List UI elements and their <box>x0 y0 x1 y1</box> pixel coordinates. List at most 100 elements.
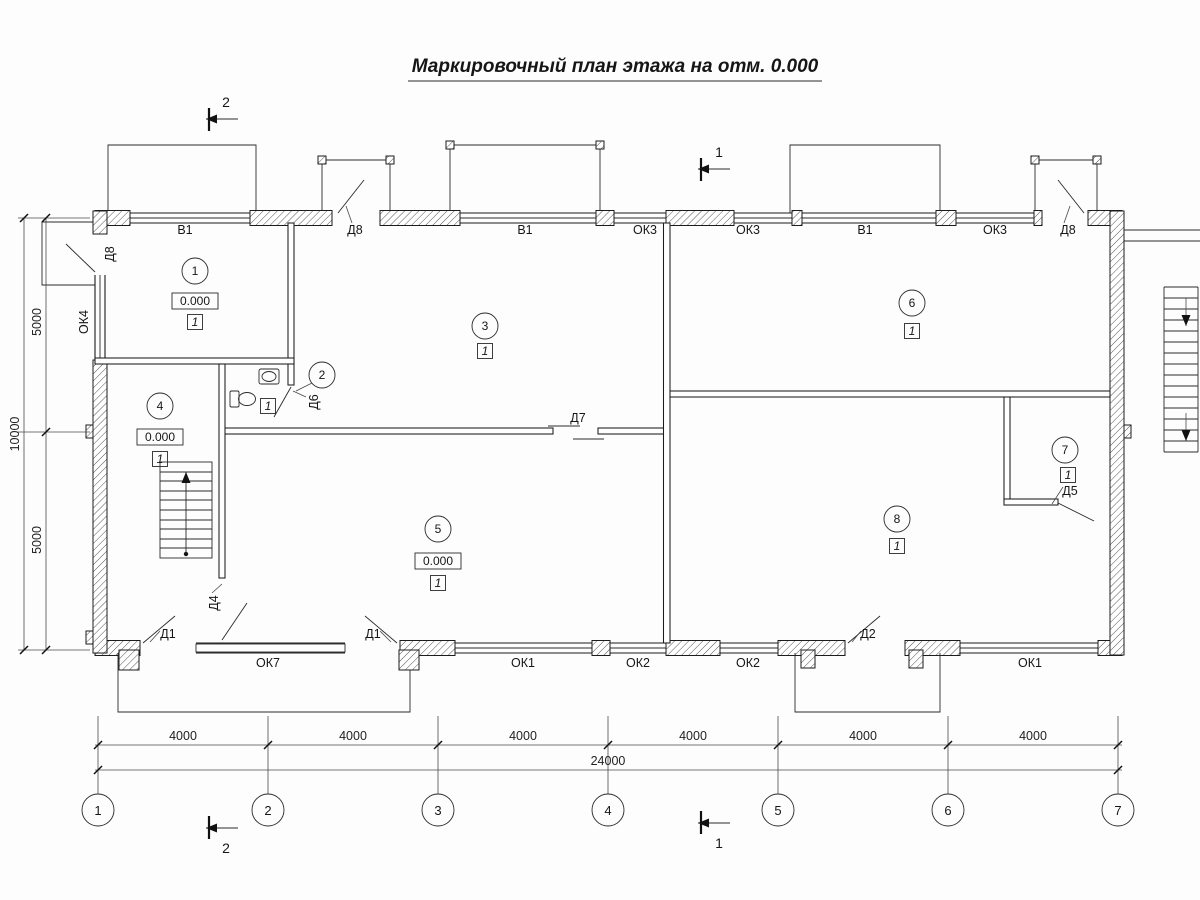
window-label-ok2: ОК2 <box>626 656 650 670</box>
drawing-title: Маркировочный план этажа на отм. 0.000 <box>408 56 822 82</box>
storefront-window-ok7 <box>195 643 346 653</box>
elevation-mark: 0.000 <box>180 294 210 308</box>
entrance-porches-top <box>107 140 1102 213</box>
door-label-d8-left: Д8 <box>103 246 117 261</box>
dim-5000-lower: 5000 <box>30 526 44 554</box>
room-number: 6 <box>909 296 916 310</box>
dim-4000: 4000 <box>679 729 707 743</box>
left-exterior-wall <box>65 210 108 654</box>
door-label-d4: Д4 <box>207 595 221 610</box>
dim-4000: 4000 <box>1019 729 1047 743</box>
wall-room1-right <box>287 222 295 386</box>
axis-7: 7 <box>1114 803 1121 818</box>
floor-type-mark: 1 <box>265 399 272 413</box>
room-marker-6: 6 1 <box>898 289 926 339</box>
floor-type-mark: 1 <box>482 344 489 358</box>
floor-type-mark: 1 <box>157 452 164 466</box>
section-label: 1 <box>715 835 723 851</box>
room-number: 7 <box>1062 443 1069 457</box>
floor-type-mark: 1 <box>1065 468 1072 482</box>
room-number: 8 <box>894 512 901 526</box>
section-label: 2 <box>222 94 230 110</box>
axis-2: 2 <box>264 803 271 818</box>
left-entrance-bay <box>41 221 95 286</box>
window-label-v1: В1 <box>517 223 532 237</box>
window-label-ok3: ОК3 <box>983 223 1007 237</box>
staircase <box>159 461 213 559</box>
section-mark-2-top: 2 <box>206 94 238 131</box>
axis-4: 4 <box>604 803 611 818</box>
dim-4000: 4000 <box>169 729 197 743</box>
wall-room1-bottom <box>94 357 295 365</box>
elevation-mark: 0.000 <box>423 554 453 568</box>
door-leaf-d8-top-left <box>337 179 365 214</box>
room-marker-3: 3 1 <box>471 312 499 359</box>
window-label-v1: В1 <box>857 223 872 237</box>
door-leaf-d1-left <box>142 615 176 644</box>
wall-corridor-right <box>597 427 669 435</box>
door-leaf-d1-right <box>364 615 398 644</box>
door-label-d5: Д5 <box>1062 484 1077 498</box>
floor-type-mark: 1 <box>435 576 442 590</box>
right-exterior-wall <box>1109 210 1200 656</box>
wall-stair-enclosure <box>218 363 226 579</box>
top-exterior-wall <box>94 179 1123 226</box>
door-label-d8: Д8 <box>1060 223 1075 237</box>
section-mark-1-bottom: 1 <box>698 811 730 851</box>
section-label: 2 <box>222 840 230 856</box>
door-leaf-d4 <box>221 602 248 641</box>
room-marker-4: 4 0.000 1 <box>136 392 184 467</box>
opening-labels: В1 Д8 В1 ОК3 ОК3 В1 ОК3 Д8 Д8 ОК4 Д1 ОК7… <box>77 223 1078 670</box>
window-label-ok1: ОК1 <box>1018 656 1042 670</box>
dim-4000: 4000 <box>509 729 537 743</box>
door-label-d8: Д8 <box>347 223 362 237</box>
exterior-fire-ladder <box>1163 286 1199 453</box>
axis-1: 1 <box>94 803 101 818</box>
entrance-porches-bottom <box>117 649 941 713</box>
interior-walls <box>94 222 1111 644</box>
room-number: 4 <box>157 399 164 413</box>
room-marker-1: 1 0.000 1 <box>171 257 219 330</box>
door-label-d6: Д6 <box>307 394 321 409</box>
room-number: 3 <box>482 319 489 333</box>
window-label-ok2: ОК2 <box>736 656 760 670</box>
door-leaf-d8-left-wall <box>65 243 96 273</box>
axis-6: 6 <box>944 803 951 818</box>
wall-corridor-left <box>221 427 554 435</box>
dim-4000: 4000 <box>339 729 367 743</box>
axis-5: 5 <box>774 803 781 818</box>
door-label-d1: Д1 <box>365 627 380 641</box>
window-label-ok3: ОК3 <box>633 223 657 237</box>
room-marker-2: 2 1 <box>260 361 336 414</box>
room-number: 1 <box>192 264 199 278</box>
door-leaf-d5 <box>1057 502 1095 522</box>
window-label-ok1: ОК1 <box>511 656 535 670</box>
door-label-d1: Д1 <box>160 627 175 641</box>
left-dimensions: 5000 5000 10000 <box>8 213 90 655</box>
floor-type-mark: 1 <box>894 539 901 553</box>
door-label-d2: Д2 <box>860 627 875 641</box>
room-number: 5 <box>435 522 442 536</box>
floor-type-mark: 1 <box>192 315 199 329</box>
axis-bubbles: 1 2 3 4 5 6 7 <box>81 793 1135 827</box>
axis-3: 3 <box>434 803 441 818</box>
door-leaf-d8-top-right <box>1057 179 1085 214</box>
dim-5000-upper: 5000 <box>30 308 44 336</box>
window-label-ok3: ОК3 <box>736 223 760 237</box>
sink <box>258 368 280 385</box>
dim-total-24000: 24000 <box>591 754 626 768</box>
bottom-dimensions: 4000 4000 4000 4000 4000 4000 24000 <box>93 716 1123 794</box>
bottom-exterior-wall <box>94 615 1123 656</box>
wall-center <box>662 222 671 644</box>
section-label: 1 <box>715 144 723 160</box>
dim-4000: 4000 <box>849 729 877 743</box>
window-label-ok7: ОК7 <box>256 656 280 670</box>
door-label-d7: Д7 <box>570 411 585 425</box>
wall-room6-bottom <box>669 390 1111 398</box>
door-leaf-d2 <box>847 615 881 644</box>
window-label-v1: В1 <box>177 223 192 237</box>
elevation-mark: 0.000 <box>145 430 175 444</box>
dim-total-10000: 10000 <box>8 417 22 452</box>
